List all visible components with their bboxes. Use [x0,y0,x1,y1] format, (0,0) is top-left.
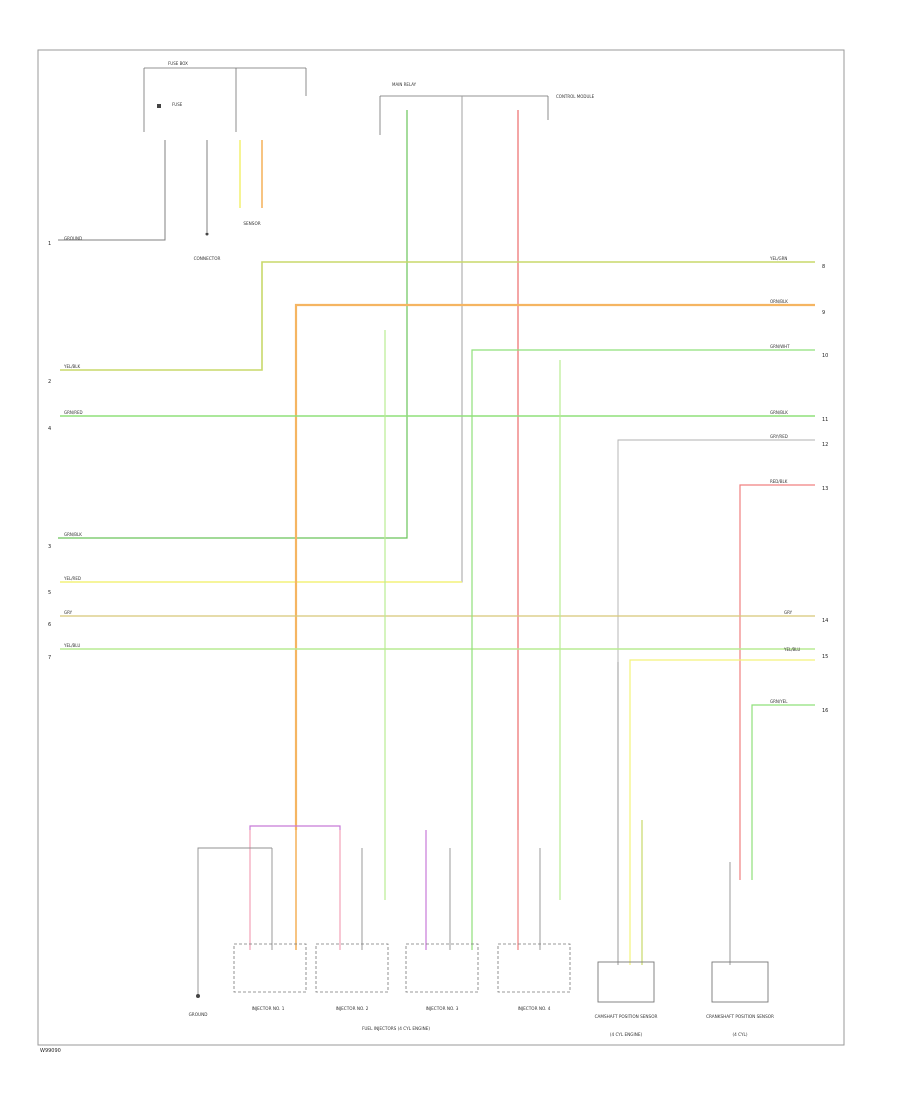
left-wire-pin: 2 [48,379,51,385]
injector-3-label: INJECTOR NO. 3 [426,1006,459,1011]
fuse-label: FUSE [172,102,183,107]
fuse-box-bracket [143,67,307,132]
fuse-symbol [157,104,161,108]
figure-id: W99090 [40,1048,61,1054]
wire-ground-branch [197,847,272,995]
ground-node [196,994,200,998]
right-wire-label: YEL/BLU [783,647,800,652]
injector-1-label: INJECTOR NO. 1 [252,1006,285,1011]
black-wire-a [58,140,166,241]
right-wire-labels: YEL/GRN 8 ORN/BLK 9 GRN/WHT 10 GRN/BLK 1… [769,256,828,714]
left-wire-pin: 7 [48,655,51,661]
left-wire-labels: YEL/BLK 2 GRN/RED 4 GRN/BLK 3 YEL/RED 5 … [48,241,83,661]
right-wire-pin: 15 [822,654,828,660]
right-wire-pin: 14 [822,618,828,624]
cmp-sensor-note: (4 CYL ENGINE) [610,1032,643,1037]
wire-gray [60,96,463,583]
left-wire-label: GRN/BLK [64,532,82,537]
injectors-caption: FUEL INJECTORS (4 CYL ENGINE) [362,1026,430,1031]
connector-node [205,232,209,236]
right-wire-label: GRN/BLK [770,410,788,415]
left-wire-pin: 5 [48,590,51,596]
injector-3-box [405,943,479,993]
fuse-box-label: FUSE BOX [168,61,188,66]
bottom-section: GROUND INJECTOR NO. 1 INJECTOR NO. 2 INJ… [189,590,774,1037]
right-wire-label: RED/BLK [770,479,788,484]
wire-gray-right [617,439,815,662]
ckp-sensor-label: CRANKSHAFT POSITION SENSOR [706,1014,774,1019]
connector-label: CONNECTOR [194,256,221,261]
left-wire-label: GRY [64,610,73,615]
sensor-label: SENSOR [243,221,260,226]
control-module-label: CONTROL MODULE [556,94,595,99]
right-wire-label: ORN/BLK [770,299,788,304]
cmp-sensor-label: CAMSHAFT POSITION SENSOR [595,1014,658,1019]
wire-purple-loop [249,825,341,830]
right-wire-label: GRN/YEL [770,699,788,704]
wire-yellow-green [60,261,815,371]
right-wire-pin: 13 [822,486,828,492]
wire-yellow-right [629,659,815,880]
bottom-ground-label: GROUND [189,1012,208,1017]
main-relay-label: MAIN RELAY [392,82,417,87]
right-wire-pin: 8 [822,264,825,270]
main-relay-group: MAIN RELAY CONTROL MODULE [58,82,595,830]
top-fuse-box: FUSE BOX FUSE GROUND CONNECTOR SENSOR [58,61,307,261]
left-wire-pin: 4 [48,426,51,432]
wire-orange [294,303,815,830]
left-wire-label: GRN/RED [64,410,83,415]
right-wire-pin: 11 [822,417,828,423]
right-wire-label: GRN/WHT [770,344,790,349]
left-ground-label: GROUND [64,236,82,241]
wire-green-1 [471,349,815,590]
left-wire-pin: 1 [48,241,51,247]
right-wire-label: GRY [784,610,793,615]
right-wire-label: GRY/RED [770,434,788,439]
right-wire-pin: 16 [822,708,828,714]
diagram-border [37,49,845,1046]
right-wire-pin: 10 [822,353,828,359]
injector-2-box [315,943,389,993]
right-wire-pin: 9 [822,310,825,316]
injector-4-label: INJECTOR NO. 4 [518,1006,551,1011]
ckp-sensor-box [711,961,769,1003]
left-wire-label: YEL/BLU [63,643,80,648]
left-wire-pin: 6 [48,622,51,628]
injector-1-box [233,943,307,993]
right-wire-label: YEL/GRN [769,256,787,261]
right-wire-pin: 12 [822,442,828,448]
wire-red-right [739,484,815,880]
ckp-sensor-note: (4 CYL) [732,1032,747,1037]
injector-4-box [497,943,571,993]
bus-wires [60,261,815,900]
wire-dark-green [58,110,408,539]
cmp-sensor-box [597,961,655,1003]
left-wire-label: YEL/BLK [63,364,81,369]
wire-green-right-low [751,704,815,880]
relay-bracket [379,95,549,135]
left-wire-pin: 3 [48,544,51,550]
injector-2-label: INJECTOR NO. 2 [336,1006,369,1011]
left-wire-label: YEL/RED [63,576,81,581]
